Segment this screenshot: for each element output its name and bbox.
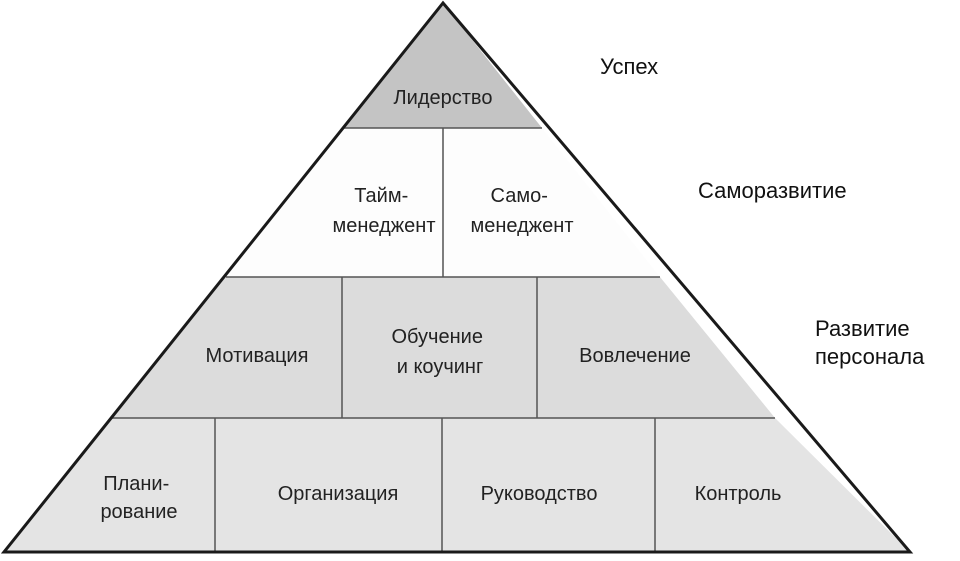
tier-label-success: Успех <box>600 54 658 79</box>
tier-3-staff-development <box>112 277 775 418</box>
block-time-management: Тайм- менеджент <box>333 185 436 237</box>
tier-4-management-functions <box>4 418 910 552</box>
tier-label-self-development: Саморазвитие <box>698 178 847 203</box>
block-control: Контроль <box>695 483 782 505</box>
tier-label-staff-development: Развитие персонала <box>815 316 925 369</box>
pyramid-outline <box>0 0 914 554</box>
block-organization: Организация <box>278 483 399 505</box>
tier-1-leadership <box>343 3 542 128</box>
block-engagement: Вовлечение <box>579 345 691 367</box>
block-training-coaching: Обучение и коучинг <box>391 326 488 378</box>
block-planning: Плани- рование <box>100 473 177 523</box>
block-dividers <box>112 127 775 552</box>
block-self-management: Само- менеджент <box>471 185 574 237</box>
block-motivation: Мотивация <box>206 345 309 367</box>
block-direction: Руководство <box>481 483 598 505</box>
block-leadership: Лидерство <box>394 87 493 109</box>
